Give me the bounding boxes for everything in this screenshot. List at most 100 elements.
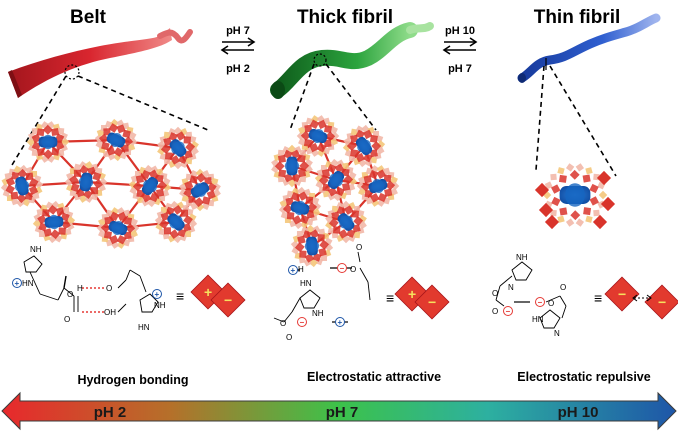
chem-atom-label: HN xyxy=(22,279,34,288)
svg-text:+: + xyxy=(155,290,160,299)
charged-block xyxy=(210,282,246,318)
transition-belt-thick: pH 7 pH 2 xyxy=(220,25,256,75)
ph-gradient-arrow: pH 2 pH 7 pH 10 xyxy=(1,391,677,431)
zoom-line xyxy=(535,65,545,171)
micelle xyxy=(314,158,358,202)
interaction-label: Hydrogen bonding xyxy=(77,373,188,387)
chem-atom-label: NH xyxy=(30,245,42,254)
chem-atom-label: NH xyxy=(516,253,528,262)
micelle-petal xyxy=(538,202,554,218)
chem-atom-label: O xyxy=(64,315,70,324)
chem-atom-label: O xyxy=(560,283,566,292)
charge-symbol: + xyxy=(408,286,416,302)
interaction-label: Electrostatic attractive xyxy=(307,370,441,384)
chem-atom-label: O xyxy=(492,289,498,298)
chem-atom-label: H xyxy=(298,265,304,274)
positive-charge-icon xyxy=(288,265,298,275)
micelle xyxy=(0,164,44,208)
thick-fibril-micelle-bundle xyxy=(271,115,400,268)
equivalence-symbol: ≡ xyxy=(386,290,394,306)
micelle xyxy=(32,200,76,244)
positive-charge-icon xyxy=(12,278,22,288)
zoom-line xyxy=(77,75,209,131)
chem-atom-label: O xyxy=(286,333,292,342)
micelle-petal xyxy=(600,196,616,212)
micelle xyxy=(271,144,313,188)
zoom-line xyxy=(549,65,617,177)
micelle xyxy=(290,224,334,268)
micelle xyxy=(96,207,140,249)
svg-text:+: + xyxy=(291,266,296,275)
attractive-diamond-pair-icon: +− xyxy=(190,274,246,318)
micelle-petal xyxy=(596,170,612,186)
chem-atom-label: HN xyxy=(532,315,544,324)
zoom-line xyxy=(325,63,377,131)
charge-symbol: − xyxy=(428,294,436,310)
equivalence-symbol: ≡ xyxy=(176,288,184,304)
micelle xyxy=(278,186,322,230)
thin-fibril-micelle xyxy=(534,163,616,230)
svg-text:−: − xyxy=(538,298,543,307)
svg-text:−: − xyxy=(506,307,511,316)
charge-symbol: − xyxy=(658,294,666,310)
chem-atom-label: O xyxy=(548,299,554,308)
transition-thick-thin: pH 10 pH 7 xyxy=(442,25,478,75)
charged-block xyxy=(604,276,640,312)
zoom-line xyxy=(289,63,315,131)
interaction-label: Electrostatic repulsive xyxy=(517,370,650,384)
micelle xyxy=(356,165,400,207)
chem-atom-label: O xyxy=(356,243,362,252)
micelle xyxy=(179,168,221,212)
electrostatic-repulsive-labels: NH N O O − − O O HN N ≡ xyxy=(492,253,602,338)
negative-charge-icon xyxy=(337,263,347,273)
micelle xyxy=(296,115,340,157)
attractive-diamond-pair-icon: +− xyxy=(394,276,450,320)
ph-label: pH 2 xyxy=(94,404,127,421)
chem-atom-label: O xyxy=(492,307,498,316)
hydrogen-bonding-scheme xyxy=(23,255,159,313)
chem-atom-label: O xyxy=(350,265,356,274)
micelle xyxy=(94,118,138,162)
svg-text:−: − xyxy=(300,318,305,327)
repulsive-diamond-pair-icon: −− xyxy=(604,276,678,320)
chem-atom-label: O xyxy=(106,284,112,293)
charge-symbol: − xyxy=(618,286,626,302)
micelle-connector xyxy=(291,164,337,182)
svg-text:+: + xyxy=(338,318,343,327)
chem-atom-label: N xyxy=(508,283,514,292)
thick-fibril-tube xyxy=(270,22,434,99)
micelle-petal xyxy=(534,182,550,198)
chem-atom-label: N xyxy=(554,329,560,338)
chem-atom-label: O xyxy=(280,319,286,328)
thin-fibril-title: Thin fibril xyxy=(534,7,621,28)
equivalence-symbol: ≡ xyxy=(594,290,602,306)
electrostatic-attractive-labels: + HN NH H − O O − O O + ≡ xyxy=(280,243,394,342)
ph-label: pH 7 xyxy=(326,404,359,421)
electrostatic-repulsive-scheme xyxy=(495,261,567,329)
transition-forward-label: pH 10 xyxy=(445,25,475,37)
charged-block xyxy=(644,284,678,320)
chem-atom-label: HN xyxy=(138,323,150,332)
transition-forward-label: pH 7 xyxy=(226,25,250,37)
positive-charge-icon xyxy=(335,317,345,327)
negative-charge-icon xyxy=(503,306,513,316)
micelle-petal xyxy=(544,214,560,230)
negative-charge-icon xyxy=(297,317,307,327)
micelle xyxy=(342,124,386,168)
micelle xyxy=(542,163,608,227)
belt-ribbon xyxy=(8,28,193,98)
micelle xyxy=(128,164,172,208)
transition-backward-label: pH 7 xyxy=(448,63,472,75)
svg-text:−: − xyxy=(340,264,345,273)
micelle xyxy=(64,161,108,203)
hydrogen-bonding-labels: NH + HN O O H O OH NH + HN ≡ xyxy=(12,245,184,332)
svg-text:+: + xyxy=(15,279,20,288)
transition-backward-label: pH 2 xyxy=(226,63,250,75)
charged-block xyxy=(414,284,450,320)
chem-atom-label: HN xyxy=(300,279,312,288)
chem-atom-label: NH xyxy=(312,309,324,318)
micelle xyxy=(325,200,367,244)
charge-symbol: − xyxy=(224,292,232,308)
charge-symbol: + xyxy=(204,284,212,300)
